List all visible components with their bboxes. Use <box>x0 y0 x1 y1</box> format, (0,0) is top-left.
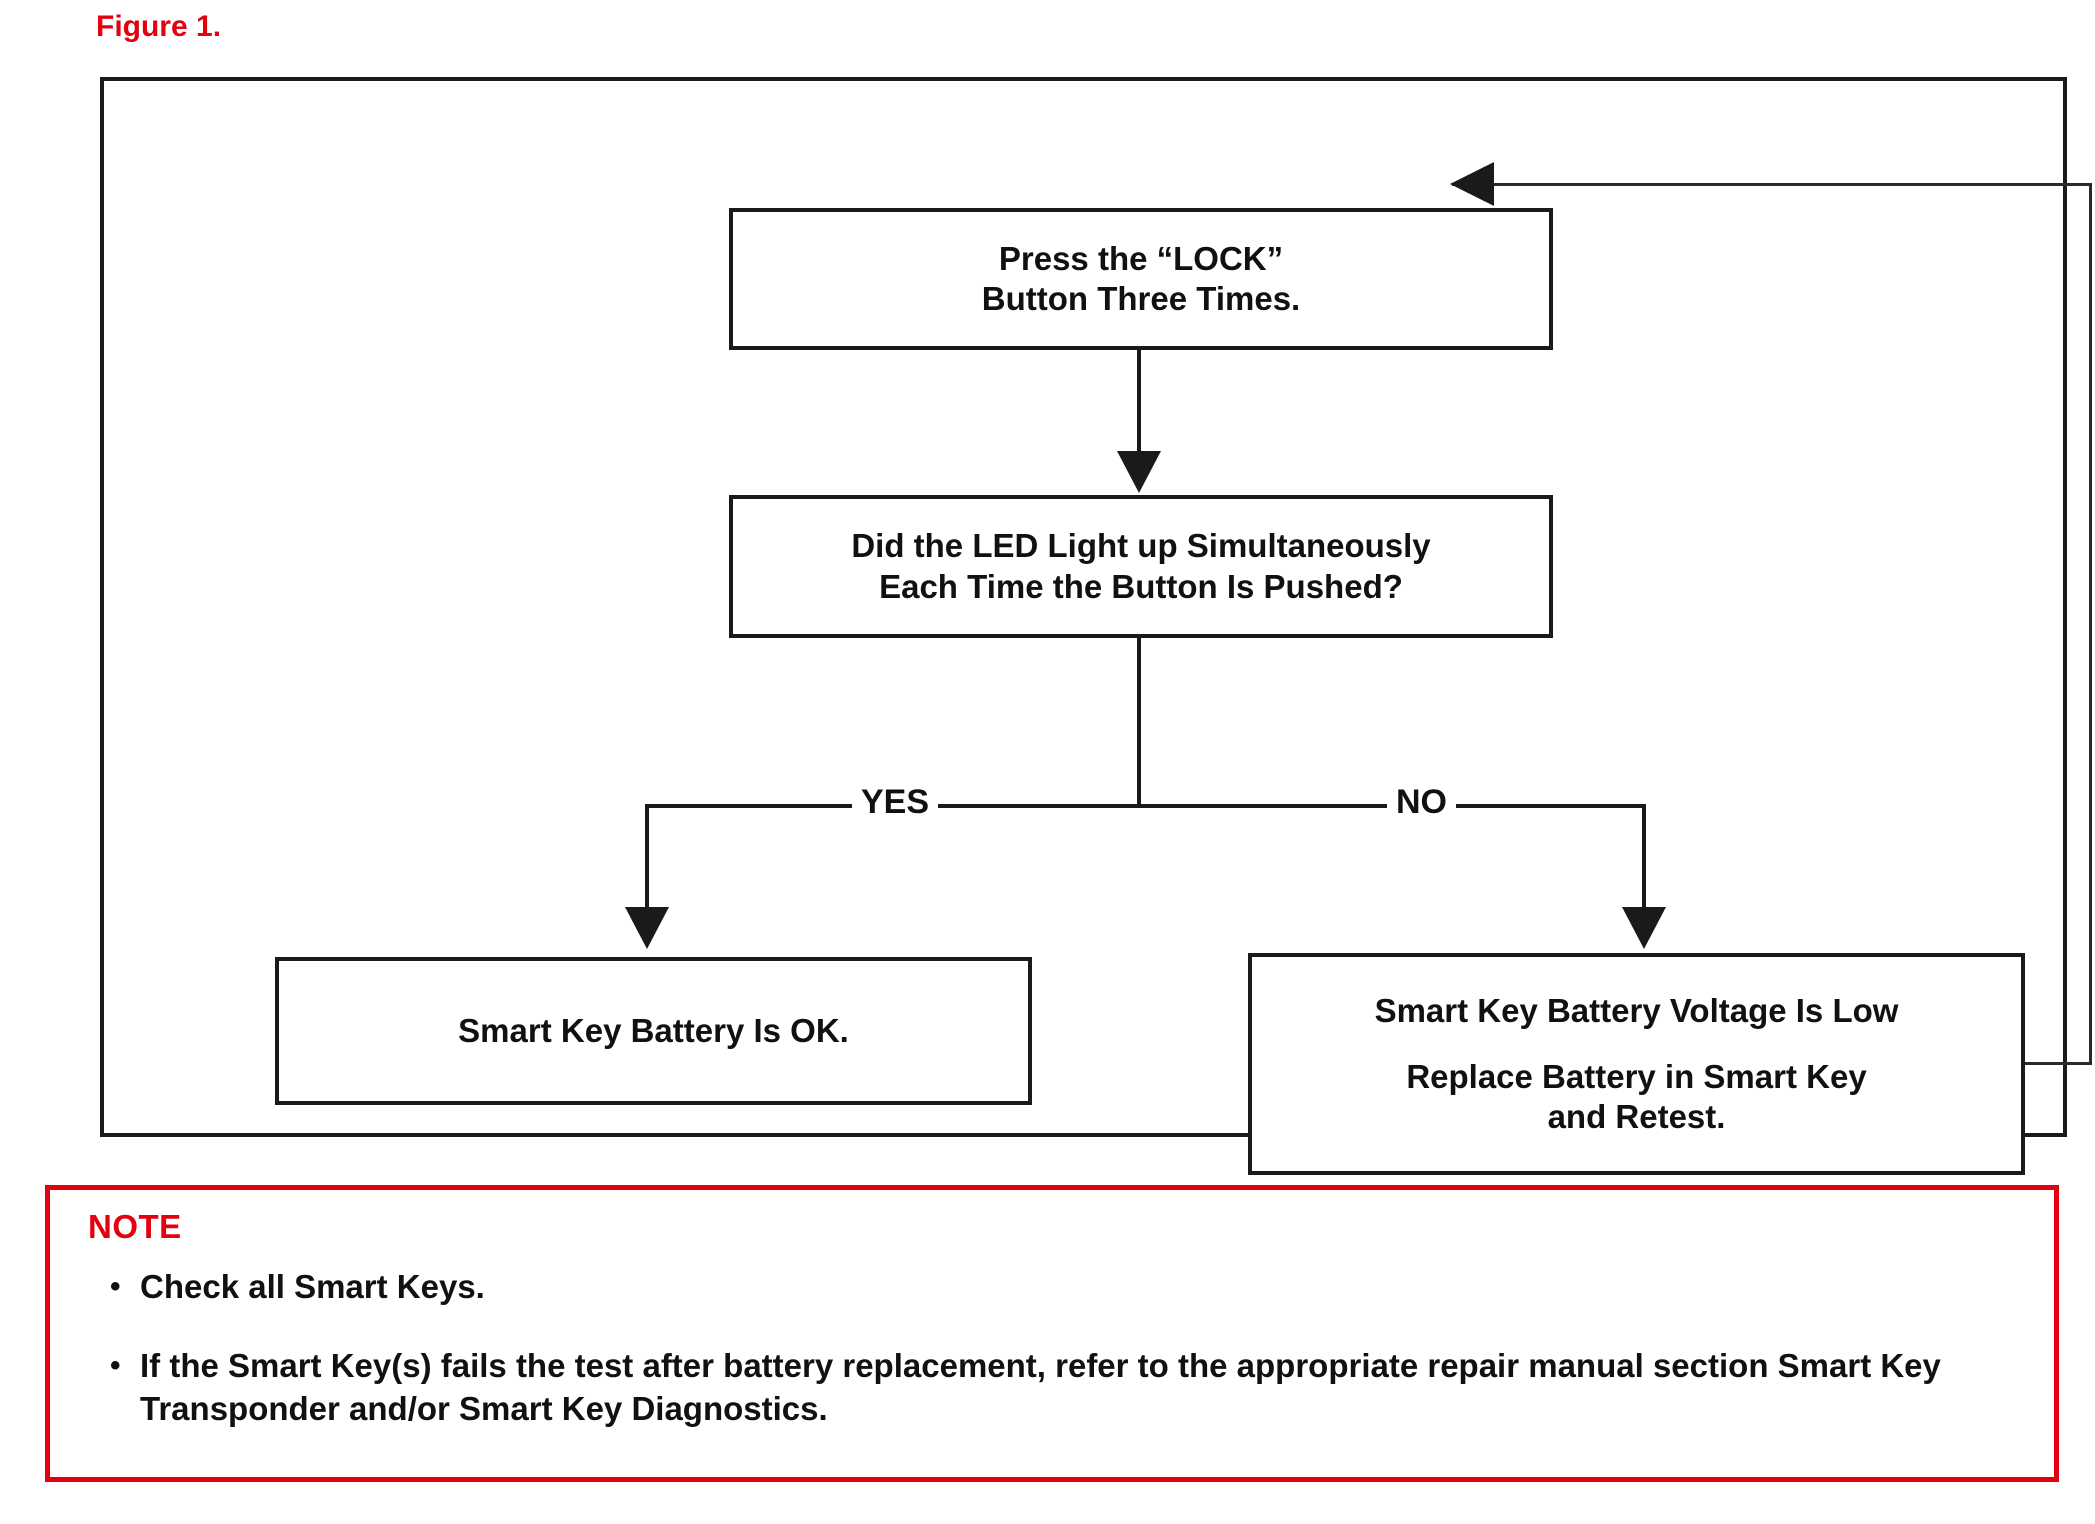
flow-box-press-line-2: Button Three Times. <box>981 280 1301 317</box>
note-item-text: If the Smart Key(s) fails the test after… <box>140 1346 1941 1427</box>
note-item-text: Check all Smart Keys. <box>140 1268 485 1305</box>
flow-box-low-line-1: Smart Key Battery Voltage Is Low <box>1374 991 1899 1029</box>
flow-box-press-line-1: Press the “LOCK” <box>998 239 1284 277</box>
figure-caption: Figure 1. <box>96 10 222 43</box>
flow-box-battery-ok: Smart Key Battery Is OK. <box>275 957 1032 1105</box>
connector-yes-leg <box>645 804 649 910</box>
arrowhead-to-question <box>1117 451 1161 493</box>
note-list-item: • If the Smart Key(s) fails the test aft… <box>88 1345 2034 1431</box>
note-list: • Check all Smart Keys. • If the Smart K… <box>88 1266 2034 1431</box>
note-panel: NOTE • Check all Smart Keys. • If the Sm… <box>45 1185 2059 1482</box>
flow-box-led-question: Did the LED Light up Simultaneously Each… <box>729 495 1553 638</box>
connector-press-to-question <box>1137 346 1141 454</box>
note-list-item: • Check all Smart Keys. <box>88 1266 2034 1309</box>
arrowhead-to-press <box>1450 162 1494 206</box>
bullet-icon: • <box>110 1270 121 1303</box>
flowchart-frame: Press the “LOCK” Button Three Times. Did… <box>100 77 2092 1175</box>
branch-label-no: NO <box>1387 785 1456 819</box>
branch-bus-right <box>1444 804 1646 808</box>
flow-box-question-line-2: Each Time the Button Is Pushed? <box>879 567 1403 605</box>
feedback-line-from-low <box>2023 1062 2092 1065</box>
flow-box-question-line-1: Did the LED Light up Simultaneously <box>851 527 1431 565</box>
branch-label-yes: YES <box>852 785 939 819</box>
note-title: NOTE <box>88 1208 182 1245</box>
connector-question-to-bus <box>1137 634 1141 806</box>
branch-bus-left <box>645 804 875 808</box>
arrowhead-to-low <box>1622 907 1666 949</box>
flow-box-ok-line-1: Smart Key Battery Is OK. <box>458 1011 849 1049</box>
flow-box-low-line-3: and Retest. <box>1547 1098 1726 1136</box>
flow-box-press-lock: Press the “LOCK” Button Three Times. <box>729 208 1553 350</box>
bullet-icon: • <box>110 1348 121 1382</box>
branch-bus-middle <box>929 804 1389 808</box>
arrowhead-to-ok <box>625 907 669 949</box>
feedback-line-vertical <box>2089 183 2092 1065</box>
feedback-line-to-press <box>1452 183 2092 186</box>
connector-no-leg <box>1642 804 1646 910</box>
flow-box-battery-low: Smart Key Battery Voltage Is Low Replace… <box>1248 953 2025 1175</box>
flow-box-low-line-2: Replace Battery in Smart Key <box>1406 1057 1867 1095</box>
